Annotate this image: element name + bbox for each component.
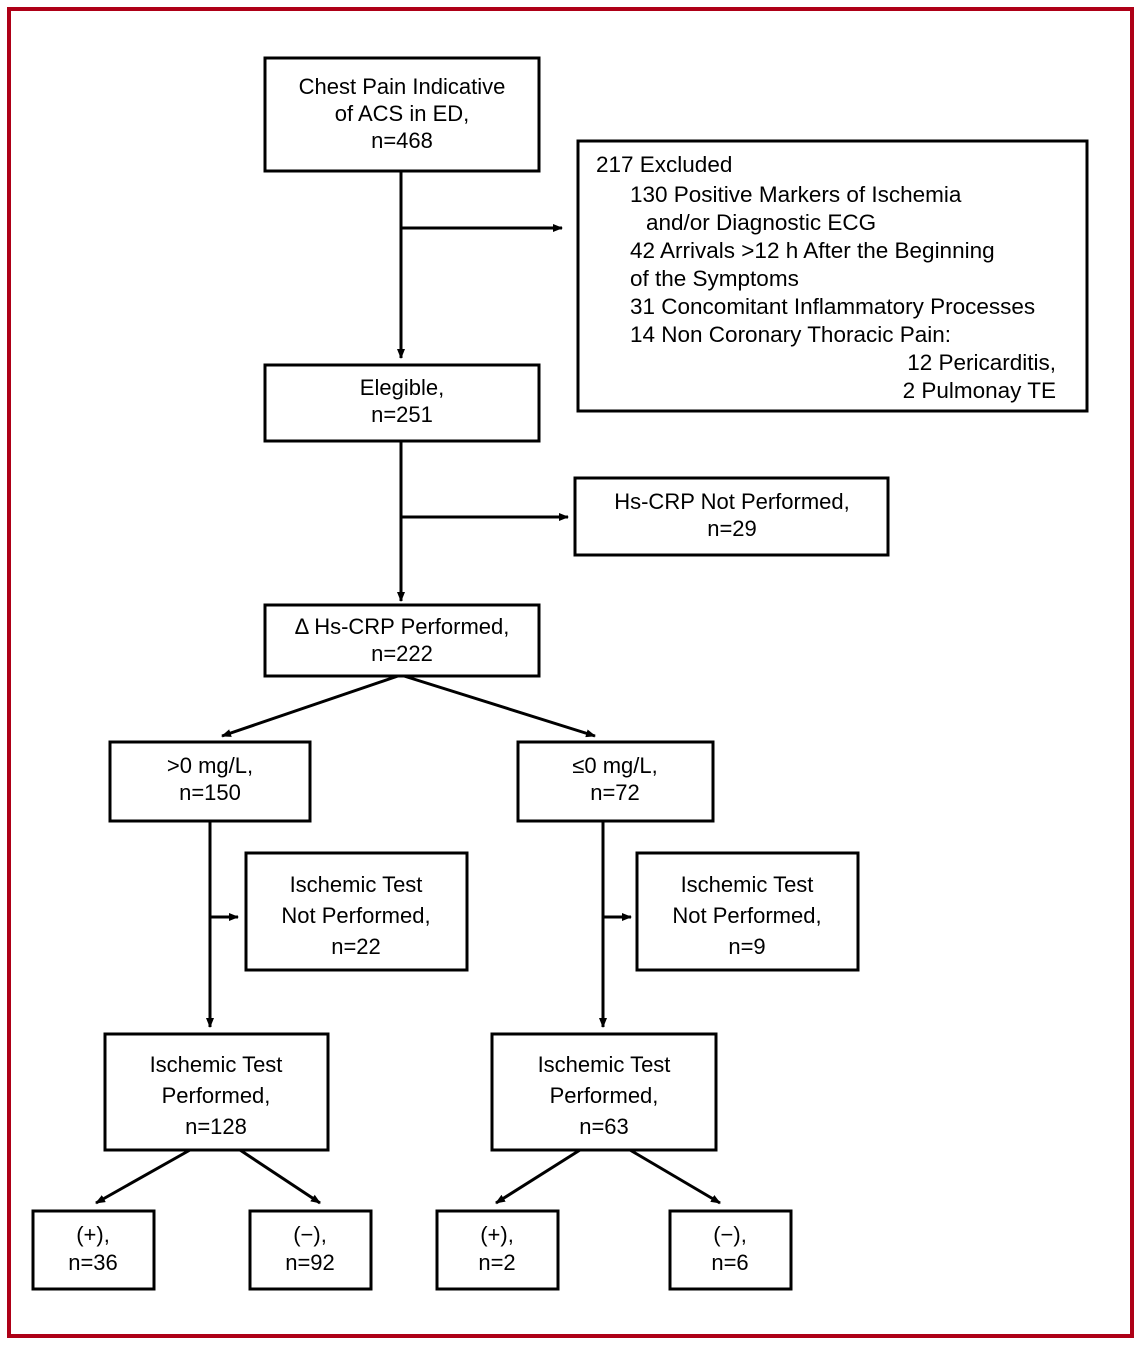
node-chest-pain-enrolled-line3: n=468: [371, 128, 433, 153]
node-result-left-negative-line1: (−),: [293, 1222, 327, 1247]
node-eligible-line2: n=251: [371, 402, 433, 427]
node-branch-positive-hscrp-line2: n=150: [179, 780, 241, 805]
node-eligible-line1: Elegible,: [360, 375, 444, 400]
node-branch-negative-hscrp[interactable]: ≤0 mg/L, n=72: [516, 740, 715, 823]
connector-hscrp-to-negative: [403, 674, 596, 738]
node-result-right-negative-line1: (−),: [713, 1222, 747, 1247]
excluded-line-1: 130 Positive Markers of Ischemia: [630, 182, 962, 207]
node-result-left-positive-line1: (+),: [76, 1222, 110, 1247]
excluded-line-4: of the Symptoms: [630, 266, 799, 291]
connector-right-performed-to-positive-result: [495, 1148, 581, 1205]
node-eligible[interactable]: Elegible, n=251: [263, 363, 541, 443]
node-hscrp-not-performed[interactable]: Hs-CRP Not Performed, n=29: [573, 476, 890, 557]
node-chest-pain-enrolled-line2: of ACS in ED,: [335, 101, 470, 126]
node-ischemic-performed-right[interactable]: Ischemic Test Performed, n=63: [490, 1032, 718, 1152]
node-result-right-positive[interactable]: (+), n=2: [435, 1209, 560, 1291]
connectors: [95, 171, 721, 1205]
node-hscrp-not-performed-line1: Hs-CRP Not Performed,: [614, 489, 850, 514]
excluded-line-5: 31 Concomitant Inflammatory Processes: [630, 294, 1035, 319]
node-excluded[interactable]: 217 Excluded 130 Positive Markers of Isc…: [576, 139, 1089, 413]
node-hscrp-performed-line1: Δ Hs-CRP Performed,: [295, 614, 510, 639]
node-ischemic-performed-right-line1: Ischemic Test: [538, 1052, 671, 1077]
node-ischemic-not-performed-right-line1: Ischemic Test: [681, 872, 814, 897]
node-ischemic-not-performed-left-line2: Not Performed,: [281, 903, 430, 928]
connector-left-performed-to-negative-result: [239, 1148, 321, 1205]
node-result-right-positive-line1: (+),: [480, 1222, 514, 1247]
node-branch-negative-hscrp-line1: ≤0 mg/L,: [572, 753, 657, 778]
excluded-line-3: 42 Arrivals >12 h After the Beginning: [630, 238, 995, 263]
node-ischemic-performed-left[interactable]: Ischemic Test Performed, n=128: [103, 1032, 330, 1152]
node-hscrp-performed[interactable]: Δ Hs-CRP Performed, n=222: [263, 603, 541, 678]
node-result-left-negative-line2: n=92: [285, 1250, 335, 1275]
connector-left-performed-to-positive-result: [95, 1148, 191, 1205]
node-branch-negative-hscrp-line2: n=72: [590, 780, 640, 805]
node-hscrp-performed-line2: n=222: [371, 641, 433, 666]
node-ischemic-not-performed-right-line2: Not Performed,: [672, 903, 821, 928]
node-ischemic-not-performed-left-line1: Ischemic Test: [290, 872, 423, 897]
node-branch-positive-hscrp[interactable]: >0 mg/L, n=150: [108, 740, 312, 823]
excluded-line-8: 2 Pulmonay TE: [903, 378, 1056, 403]
node-branch-positive-hscrp-line1: >0 mg/L,: [167, 753, 253, 778]
excluded-line-6: 14 Non Coronary Thoracic Pain:: [630, 322, 951, 347]
node-chest-pain-enrolled[interactable]: Chest Pain Indicative of ACS in ED, n=46…: [263, 56, 541, 173]
node-ischemic-not-performed-left[interactable]: Ischemic Test Not Performed, n=22: [244, 851, 469, 972]
node-ischemic-not-performed-left-line3: n=22: [331, 934, 381, 959]
node-result-left-negative[interactable]: (−), n=92: [248, 1209, 373, 1291]
node-result-right-negative[interactable]: (−), n=6: [668, 1209, 793, 1291]
node-chest-pain-enrolled-line1: Chest Pain Indicative: [299, 74, 506, 99]
node-ischemic-performed-left-line3: n=128: [185, 1114, 247, 1139]
node-ischemic-performed-right-line2: Performed,: [550, 1083, 659, 1108]
node-result-right-negative-line2: n=6: [711, 1250, 748, 1275]
connector-right-performed-to-negative-result: [629, 1148, 721, 1205]
excluded-heading: 217 Excluded: [596, 152, 732, 177]
node-ischemic-performed-right-line3: n=63: [579, 1114, 629, 1139]
node-hscrp-not-performed-line2: n=29: [707, 516, 757, 541]
node-ischemic-performed-left-line1: Ischemic Test: [150, 1052, 283, 1077]
excluded-line-2: and/or Diagnostic ECG: [646, 210, 876, 235]
node-ischemic-performed-left-line2: Performed,: [162, 1083, 271, 1108]
node-ischemic-not-performed-right-line3: n=9: [728, 934, 765, 959]
node-result-left-positive[interactable]: (+), n=36: [31, 1209, 156, 1291]
connector-hscrp-to-positive: [221, 674, 399, 738]
node-result-right-positive-line2: n=2: [478, 1250, 515, 1275]
excluded-line-7: 12 Pericarditis,: [907, 350, 1056, 375]
node-result-left-positive-line2: n=36: [68, 1250, 118, 1275]
node-ischemic-not-performed-right[interactable]: Ischemic Test Not Performed, n=9: [635, 851, 860, 972]
